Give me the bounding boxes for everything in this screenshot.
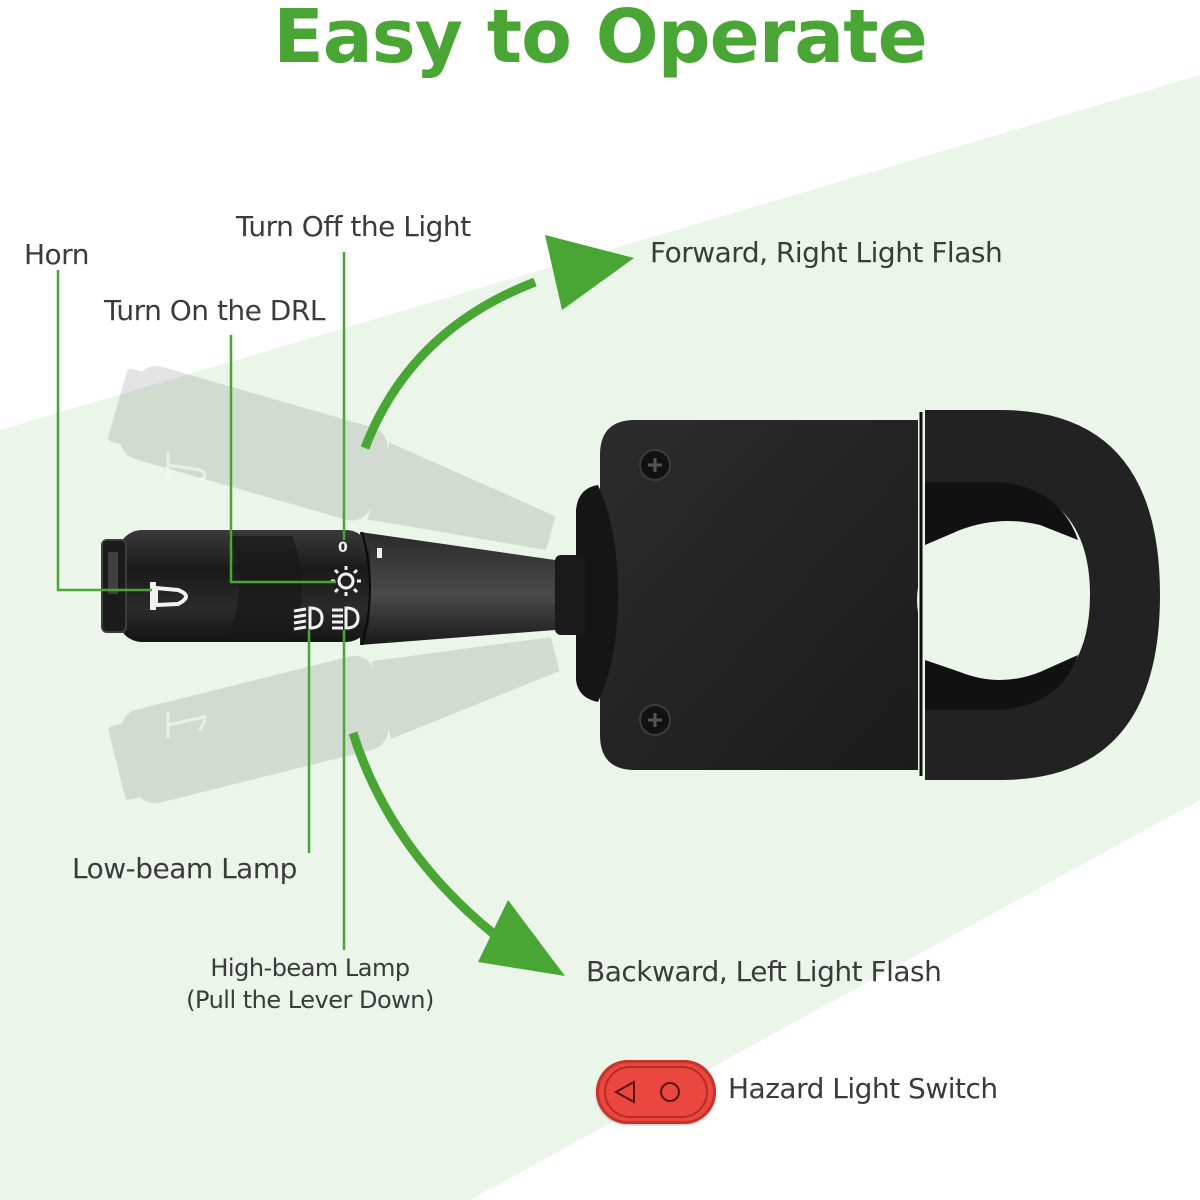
label-high-beam: High-beam Lamp (Pull the Lever Down) bbox=[160, 952, 460, 1016]
circle-icon bbox=[660, 1082, 680, 1102]
label-turn-off-light: Turn Off the Light bbox=[236, 210, 471, 243]
on-symbol bbox=[377, 548, 382, 558]
horn-icon bbox=[150, 582, 188, 610]
high-beam-icon bbox=[332, 606, 360, 630]
label-forward: Forward, Right Light Flash bbox=[650, 236, 1003, 269]
screw-icon bbox=[639, 704, 671, 736]
page-title: Easy to Operate bbox=[273, 0, 928, 80]
mount-bracket bbox=[576, 410, 1160, 780]
label-high-beam-line2: (Pull the Lever Down) bbox=[186, 986, 434, 1014]
label-high-beam-line1: High-beam Lamp bbox=[210, 954, 410, 982]
ghost-lever-down bbox=[108, 637, 560, 804]
lever-main bbox=[101, 530, 585, 646]
off-symbol: 0 bbox=[338, 540, 348, 556]
leader-lines bbox=[56, 252, 346, 950]
ghost-icons bbox=[166, 452, 207, 738]
label-low-beam: Low-beam Lamp bbox=[72, 852, 297, 885]
hazard-symbols bbox=[613, 1080, 680, 1104]
label-turn-on-drl: Turn On the DRL bbox=[104, 294, 325, 327]
label-hazard: Hazard Light Switch bbox=[728, 1072, 998, 1105]
backward-arrow-icon bbox=[348, 731, 565, 976]
low-beam-icon bbox=[293, 606, 324, 631]
triangle-icon bbox=[613, 1080, 635, 1104]
ghost-lever-up bbox=[108, 366, 556, 550]
screw-icon bbox=[639, 449, 671, 481]
label-horn: Horn bbox=[24, 238, 89, 271]
drl-leader bbox=[229, 335, 336, 584]
forward-arrow-icon bbox=[360, 235, 634, 450]
label-backward: Backward, Left Light Flash bbox=[586, 955, 942, 988]
hazard-light-switch bbox=[596, 1060, 716, 1124]
horn-leader bbox=[56, 270, 152, 592]
